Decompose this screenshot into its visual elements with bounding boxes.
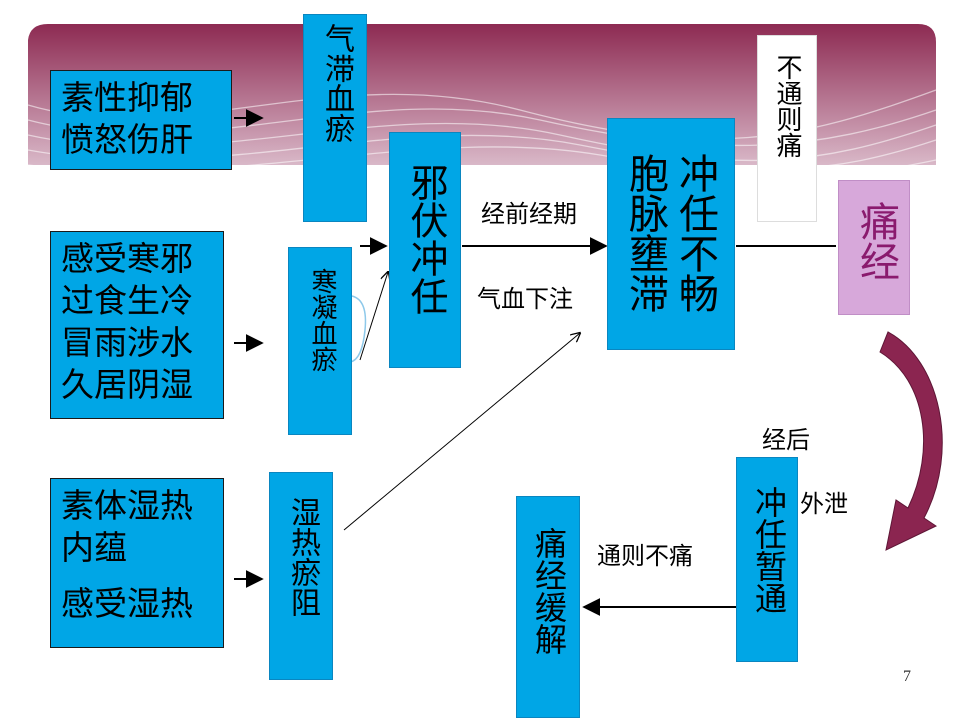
no-flow-pain-box: 不通则痛	[757, 35, 817, 222]
cause-damp-heat: 素体湿热 内蕴 感受湿热	[50, 478, 224, 648]
label-premenstrual: 经前经期	[481, 200, 577, 228]
evil-in-chong-ren: 邪伏冲任	[389, 132, 461, 368]
cause-liver-qi: 素性抑郁 愤怒伤肝	[50, 70, 232, 170]
page-number: 7	[903, 668, 911, 685]
chong-ren-blocked: 冲任不畅 胞脉壅滞	[607, 118, 735, 350]
dysmenorrhea: 痛经	[838, 180, 910, 315]
mech-cold-stasis: 寒凝血瘀	[288, 247, 352, 435]
mech-damp-heat: 湿热瘀阻	[269, 472, 333, 680]
bracket-cold	[349, 295, 367, 363]
cause-cold: 感受寒邪 过食生冷 冒雨涉水 久居阴湿	[50, 231, 224, 419]
curved-arrow-icon	[879, 331, 943, 551]
chong-ren-temporary-flow: 冲任暂通	[736, 457, 798, 662]
label-drain: 外泄	[800, 490, 848, 518]
label-qi-blood-down: 气血下注	[477, 285, 573, 313]
label-postmenstrual: 经后	[762, 426, 810, 454]
mech-qi-stagnation: 气滞血瘀	[303, 14, 367, 222]
arrow-cold-diagonal	[359, 272, 388, 361]
arrow-damp-diagonal	[343, 333, 580, 531]
label-flow-no-pain: 通则不痛	[597, 542, 693, 570]
pain-relief: 痛经缓解	[516, 496, 580, 718]
